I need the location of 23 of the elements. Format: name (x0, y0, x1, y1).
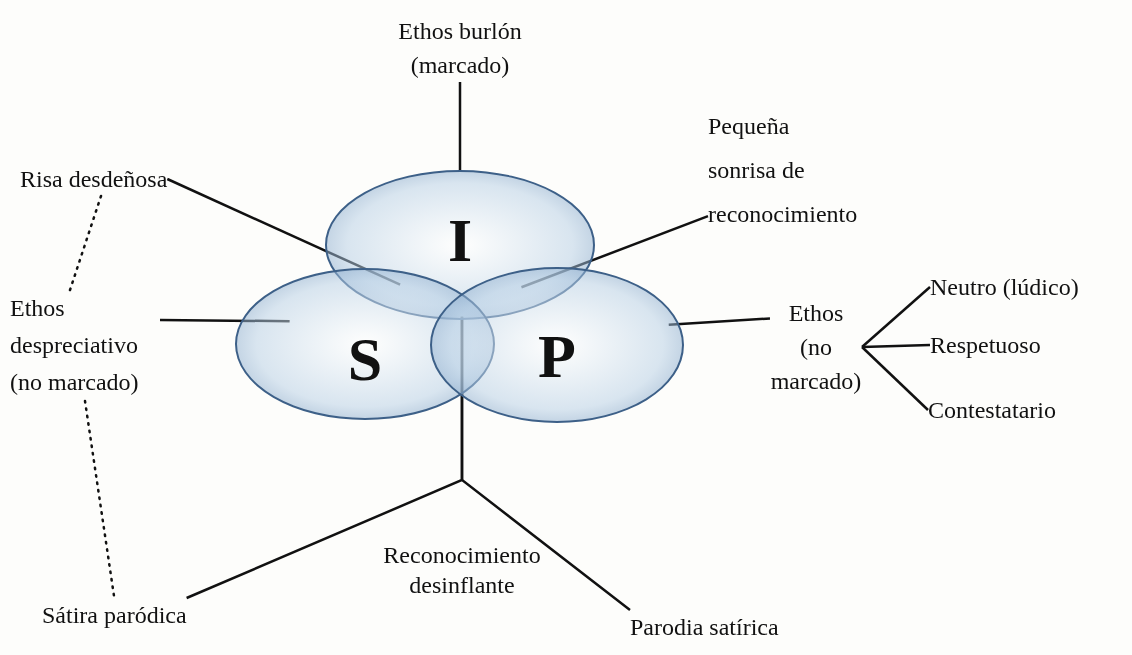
circle-letter: P (538, 321, 576, 387)
text-label: Risa desdeñosa (20, 165, 168, 194)
text-label: Contestatario (928, 396, 1056, 425)
circle-letter: S (347, 324, 383, 390)
text-label: Pequeña sonrisa de reconocimiento (708, 112, 858, 229)
dotted-line (68, 194, 103, 292)
leader-line (861, 343, 931, 349)
leader-line (668, 317, 771, 326)
text-label: Reconocimiento desinflante (382, 541, 542, 600)
leader-line (160, 318, 290, 323)
text-label: Ethos burlón (marcado) (397, 17, 523, 80)
text-label: Sátira paródica (42, 601, 187, 630)
leader-line (861, 346, 929, 411)
leader-line (458, 82, 462, 170)
text-label: Ethos despreciativo (no marcado) (10, 294, 140, 397)
leader-line (861, 286, 931, 348)
circle-letter: I (447, 209, 473, 276)
dotted-line (83, 399, 116, 600)
leader-line (166, 177, 401, 286)
text-label: Ethos (no marcado) (770, 299, 862, 396)
text-label: Neutro (lúdico) (930, 273, 1079, 302)
text-label: Respetuoso (930, 331, 1041, 360)
text-label: Parodia satírica (630, 613, 779, 642)
